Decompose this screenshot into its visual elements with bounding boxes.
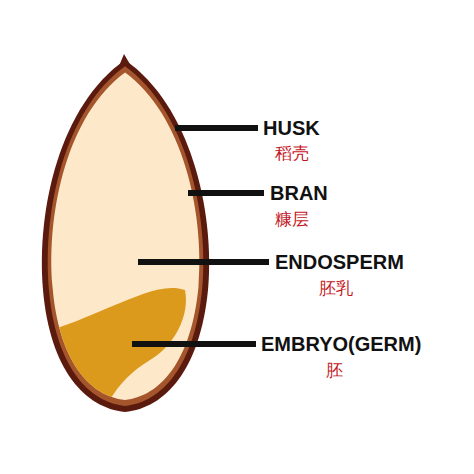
leader-lines [132,128,269,344]
part-label: EMBRYO(GERM) [261,332,421,356]
leader-line [175,125,258,131]
chinese-part-label: 胚 [326,358,343,382]
part-label: BRAN [270,181,328,205]
leader-line [132,341,256,347]
part-label: HUSK [263,116,320,140]
leader-line [188,190,264,196]
leader-line [138,259,269,265]
chinese-part-label: 胚乳 [319,276,353,300]
chinese-part-label: 稻壳 [275,141,309,165]
embryo-germ [30,288,186,420]
part-label: ENDOSPERM [275,250,404,274]
chinese-part-label: 糠层 [275,207,309,231]
